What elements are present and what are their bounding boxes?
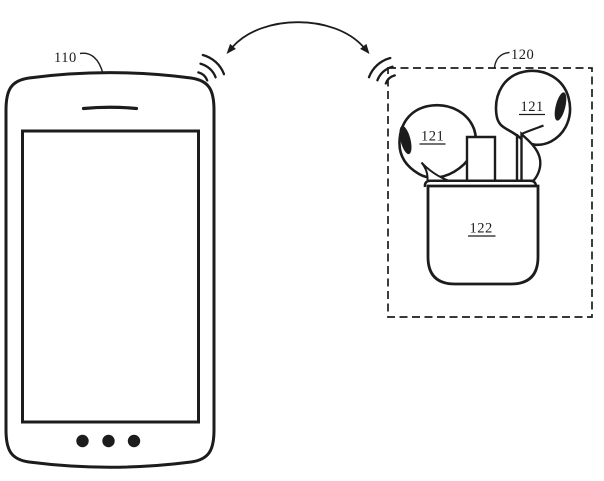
arrowhead-right (360, 43, 370, 54)
phone-dot (76, 434, 89, 448)
left-earbud-label: 121 (421, 129, 444, 145)
phone-dot (127, 434, 141, 448)
earbuds-group-label-leader (493, 51, 510, 68)
earbuds-and-case (398, 69, 572, 286)
smartphone (4, 71, 216, 469)
left-earbud-grille (399, 125, 412, 155)
phone-home-dots (76, 434, 141, 448)
right-earbud-grille (554, 92, 567, 121)
case-label: 122 (470, 221, 493, 237)
earbuds-system-boundary (387, 67, 593, 318)
phone-label: 110 (54, 50, 77, 66)
earbuds-group-label: 120 (511, 47, 534, 63)
case-collar (423, 179, 538, 188)
left-earbud-stem (465, 135, 497, 182)
reference-labels: 110 120 121 121 122 (54, 47, 545, 237)
phone-speaker (81, 105, 139, 111)
phone-dot (102, 434, 115, 448)
wireless-signal-right-icon (367, 56, 396, 85)
right-earbud-stem-curve (520, 131, 542, 182)
arrowhead-left (226, 43, 236, 54)
wireless-signal-left-icon (197, 53, 226, 82)
phone-screen (21, 129, 200, 424)
right-earbud-bottom-edge (521, 124, 544, 135)
right-earbud-label: 121 (521, 99, 544, 115)
arrow-arc (232, 21, 364, 48)
phone-label-leader (79, 52, 104, 74)
bidirectional-arrow-icon (226, 21, 370, 54)
case-body (426, 184, 540, 286)
case-lip-left (420, 161, 449, 182)
